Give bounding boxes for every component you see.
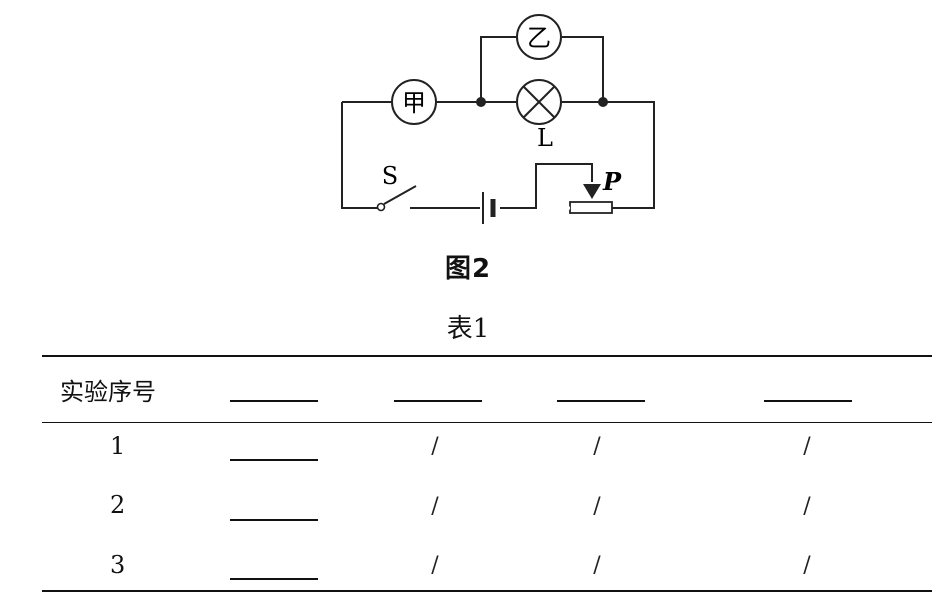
header-cell-index: 实验序号: [60, 378, 156, 406]
lamp-icon: [516, 79, 562, 125]
row-1-index: 1: [110, 432, 126, 460]
junction-right: [598, 97, 608, 107]
table-header-rule: [42, 422, 932, 423]
row-3-cell-3: /: [803, 553, 811, 578]
row-1-cell-3: /: [803, 434, 811, 459]
row-3-index: 3: [110, 551, 126, 579]
row-2-cell-2: /: [593, 494, 601, 519]
wire-branch-upper: [480, 36, 604, 102]
row-3-cell-1: /: [431, 553, 439, 578]
header-blank-1[interactable]: [230, 400, 318, 402]
meter-a-label: 甲: [402, 89, 426, 117]
row-1-cell-1: /: [431, 434, 439, 459]
header-blank-2[interactable]: [394, 400, 482, 402]
row-1-cell-2: /: [593, 434, 601, 459]
rheostat-body: [569, 201, 613, 214]
header-blank-4[interactable]: [764, 400, 852, 402]
slider-arrow: [583, 184, 601, 199]
lamp-label: L: [537, 124, 553, 152]
row-2-cell-1: /: [431, 494, 439, 519]
row-1-blank[interactable]: [230, 459, 318, 461]
row-2-cell-3: /: [803, 494, 811, 519]
row-3-blank[interactable]: [230, 578, 318, 580]
wire-left: [341, 102, 378, 209]
row-2-blank[interactable]: [230, 519, 318, 521]
table-bottom-rule: [42, 590, 932, 592]
circuit-diagram: 甲 乙 L S P: [341, 14, 655, 224]
switch-label: S: [382, 162, 398, 190]
meter-a-icon: [391, 79, 437, 125]
figure-caption: 图2: [444, 254, 492, 284]
meter-b-label: 乙: [527, 24, 551, 52]
row-2-index: 2: [110, 491, 126, 519]
table-top-rule: [42, 355, 932, 357]
row-3-cell-2: /: [593, 553, 601, 578]
switch-terminal: [376, 202, 386, 212]
header-blank-3[interactable]: [557, 400, 645, 402]
wire-right: [603, 101, 655, 209]
switch-lever: [383, 185, 417, 205]
wire-battery-to-slider: [500, 163, 593, 209]
slider-label: P: [602, 167, 622, 196]
table-title: 表1: [446, 314, 490, 344]
meter-b-icon: [516, 14, 562, 60]
junction-left: [476, 97, 486, 107]
battery-icon: [482, 192, 496, 224]
